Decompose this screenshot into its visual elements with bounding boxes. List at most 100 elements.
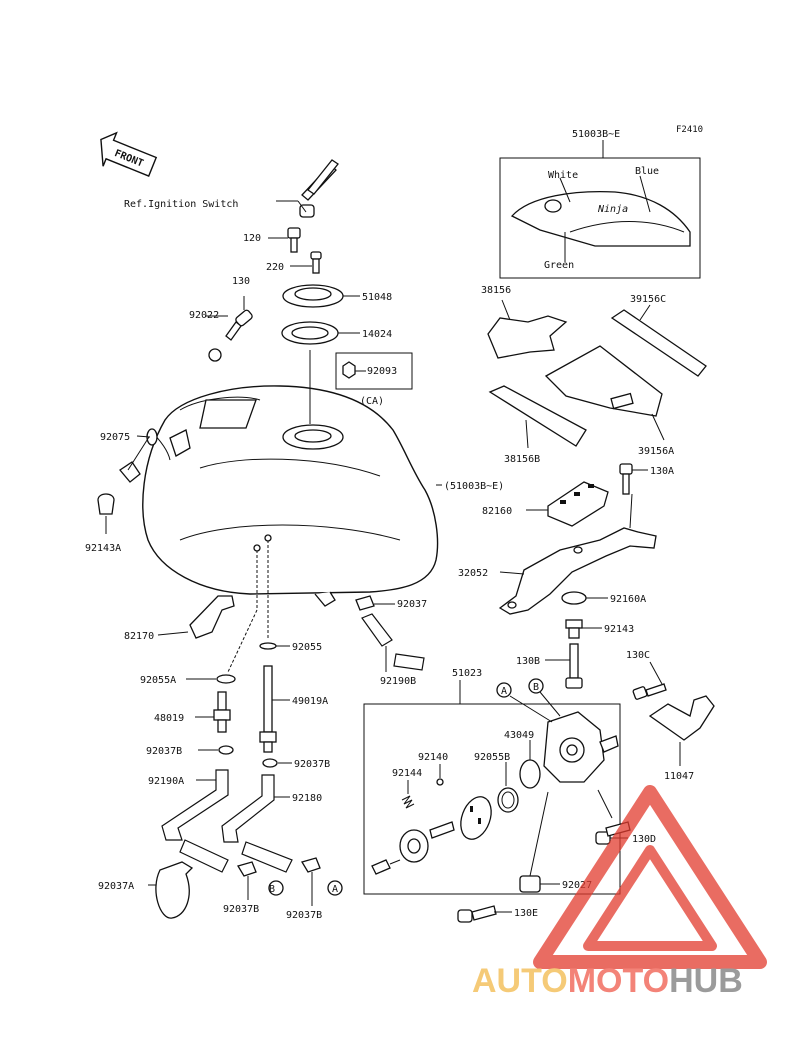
pad-39156c-icon	[610, 304, 707, 377]
tap-plate-icon	[371, 796, 492, 875]
callout-51023: 51023	[452, 668, 482, 679]
hose-92180-icon	[221, 774, 293, 873]
cover-82170-icon	[157, 595, 235, 639]
o-ring-92055-icon	[259, 642, 290, 650]
grommet-92075-icon	[119, 428, 158, 483]
callout-14024: 14024	[362, 329, 392, 340]
callout-box-92093	[335, 352, 413, 390]
bolt-130e-icon	[457, 905, 512, 923]
callout-220: 220	[266, 262, 284, 273]
mark-b-top-circle	[528, 678, 544, 694]
callout-92027: 92027	[562, 880, 592, 891]
callout-82170: 82170	[124, 631, 154, 642]
damper-82160-icon	[526, 481, 609, 527]
callout-43049: 43049	[504, 730, 534, 741]
spring-92144-icon	[401, 780, 415, 809]
callout-ca: (CA)	[360, 396, 384, 407]
key-icon	[276, 159, 339, 218]
callout-92140: 92140	[418, 752, 448, 763]
callout-92055a: 92055A	[140, 675, 176, 686]
ball-92140-icon	[436, 764, 444, 786]
callout-92055b: 92055B	[474, 752, 510, 763]
hose-92190a-icon	[161, 769, 229, 873]
callout-130d: 130D	[632, 834, 656, 845]
mark-a-bottom: A	[332, 884, 338, 895]
clamp-92037b-a-icon	[198, 745, 234, 755]
pad-38156b-icon	[488, 385, 587, 449]
cap-ring-icon	[281, 321, 360, 345]
bracket-32052-icon	[498, 493, 657, 615]
bolt-130b-icon	[545, 643, 583, 689]
fuel-tank	[142, 350, 442, 607]
callout-130b: 130B	[516, 656, 540, 667]
fuel-tap-icon	[543, 711, 619, 783]
callout-92075: 92075	[100, 432, 130, 443]
clamp-92037b-b-icon	[262, 758, 292, 768]
watermark-text: AUTOMOTOHUB	[472, 962, 743, 1000]
fitting-48019-icon	[195, 691, 231, 733]
bracket-11047-icon	[648, 695, 715, 766]
callout-92037b-c: 92037B	[223, 904, 259, 915]
bolt-130a-icon	[619, 463, 648, 495]
decal-white: White	[548, 170, 578, 181]
collar-92143-icon	[565, 619, 602, 639]
callout-130a: 130A	[650, 466, 674, 477]
decal-panel-icon: Ninja	[510, 175, 691, 262]
nut-92093-icon	[342, 361, 366, 379]
bolt-220-icon	[290, 251, 322, 274]
callout-92093: 92093	[367, 366, 397, 377]
callout-48019: 48019	[154, 713, 184, 724]
callout-130: 130	[232, 276, 250, 287]
callout-49019a: 49019A	[292, 696, 328, 707]
bolt-130c-icon	[632, 661, 667, 700]
mark-b-top: B	[533, 682, 539, 693]
callout-92037b-a: 92037B	[146, 746, 182, 757]
callout-130e: 130E	[514, 908, 538, 919]
callout-51003b-e-top: 51003B~E	[572, 129, 620, 140]
callout-92143a: 92143A	[85, 543, 121, 554]
callout-39156a: 39156A	[638, 446, 674, 457]
callout-92037: 92037	[397, 599, 427, 610]
callout-51003b-e-tank: (51003B~E)	[444, 481, 504, 492]
mark-a-top-circle	[496, 682, 512, 698]
callout-38156: 38156	[481, 285, 511, 296]
callout-39156c: 39156C	[630, 294, 666, 305]
pad-39156a-icon	[544, 345, 665, 441]
callout-92022: 92022	[189, 310, 219, 321]
rubber-92143a-icon	[97, 493, 115, 534]
mark-b-bottom: B	[269, 884, 275, 895]
washer-92022-icon	[205, 315, 228, 362]
o-ring-92055a-icon	[186, 674, 236, 684]
callout-120: 120	[243, 233, 261, 244]
o-ring-92055b-icon	[497, 762, 519, 813]
callout-92055: 92055	[292, 642, 322, 653]
watermark-auto: AUTO	[472, 962, 568, 1000]
callout-92143: 92143	[604, 624, 634, 635]
decal-green: Green	[544, 260, 574, 271]
clamp-92037b-d-icon	[301, 857, 343, 906]
callout-51048: 51048	[362, 292, 392, 303]
front-arrow-icon: FRONT	[100, 131, 158, 177]
callout-92180: 92180	[292, 793, 322, 804]
callout-92190b: 92190B	[380, 676, 416, 687]
bolt-120-icon	[268, 227, 301, 253]
decal-box	[499, 157, 701, 279]
pad-38156-icon	[487, 299, 568, 359]
callout-38156b: 38156B	[504, 454, 540, 465]
callout-92037b-d: 92037B	[286, 910, 322, 921]
collar-92027-icon	[519, 791, 560, 893]
callout-32052: 32052	[458, 568, 488, 579]
callout-92144: 92144	[392, 768, 422, 779]
bolt-130-icon	[225, 296, 253, 341]
watermark-triangle-icon	[533, 785, 767, 969]
gasket-43049-icon	[519, 740, 541, 789]
callout-82160: 82160	[482, 506, 512, 517]
callout-92160a: 92160A	[610, 594, 646, 605]
diagram-code: F2410	[676, 125, 703, 135]
watermark-logo: AUTOMOTOHUB	[472, 785, 767, 1000]
fitting-49019a-icon	[259, 665, 290, 753]
watermark-moto: MOTO	[568, 962, 669, 1000]
callout-130c: 130C	[626, 650, 650, 661]
watermark-hub: HUB	[669, 962, 743, 1000]
